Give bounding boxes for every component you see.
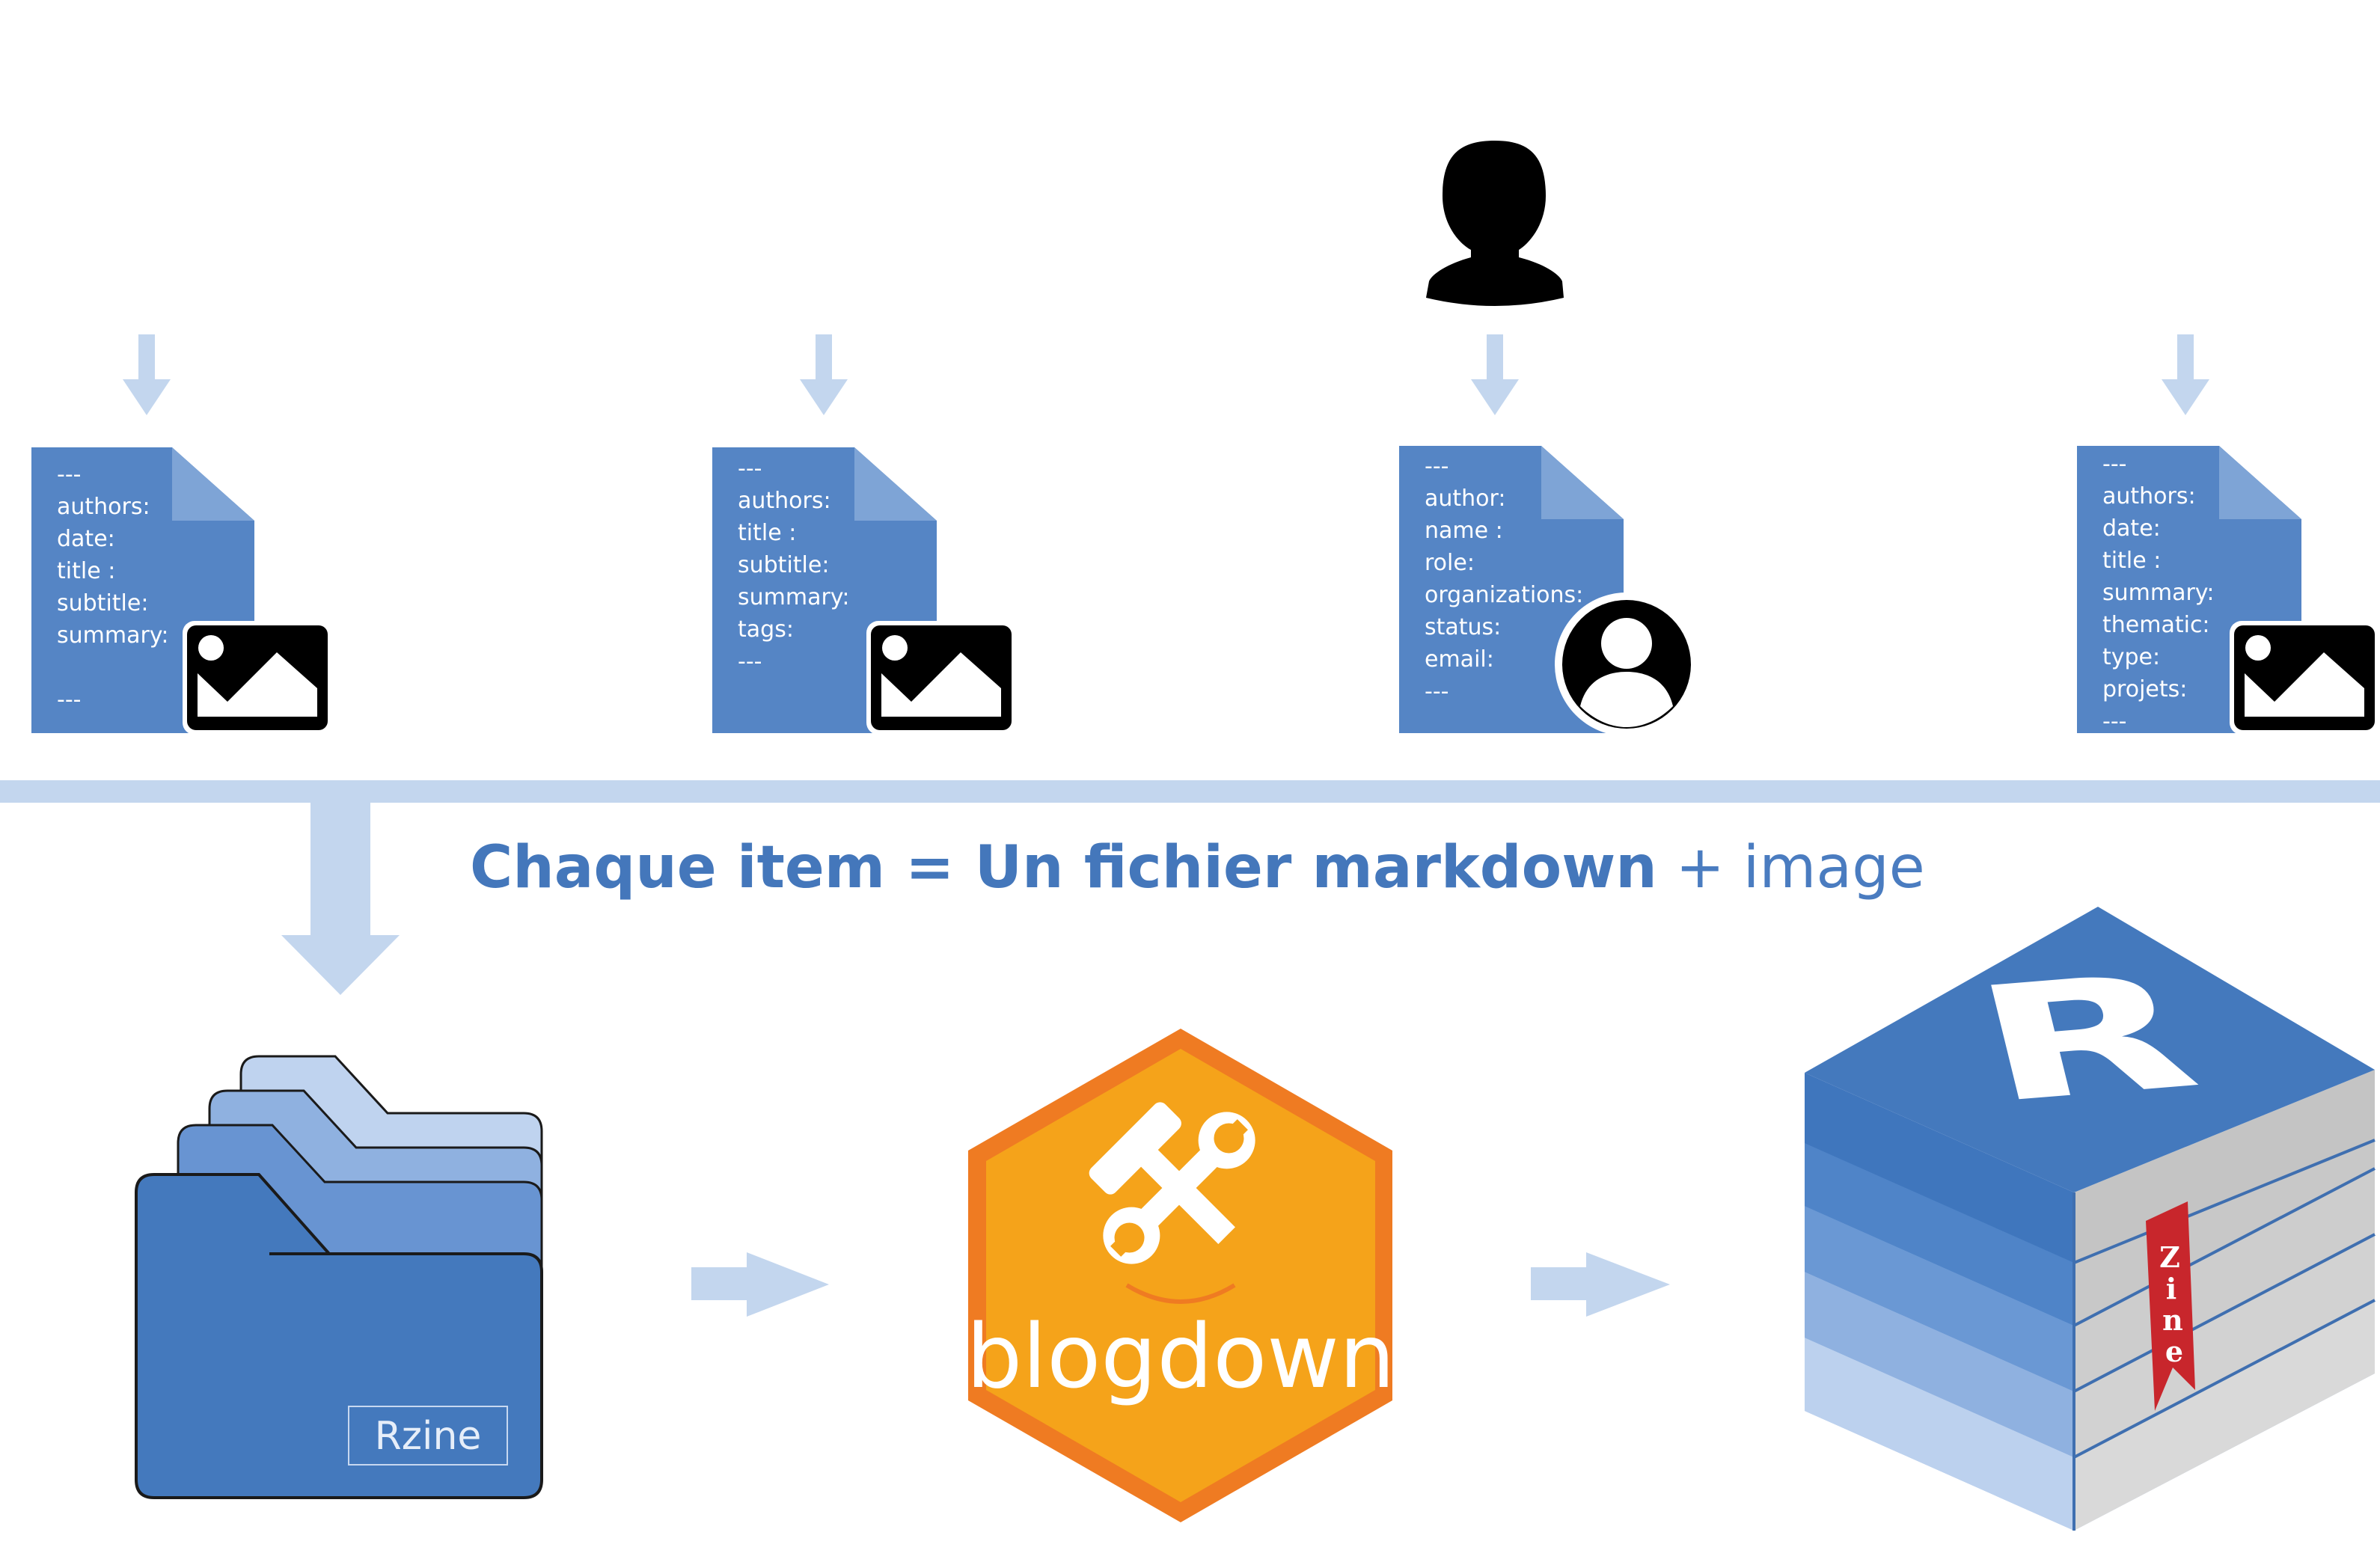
big-down-arrow-icon	[281, 800, 400, 995]
bookmark-letter: i	[2166, 1272, 2176, 1305]
folder-stack-icon: Rzine	[135, 1055, 543, 1499]
yaml-line: ---	[57, 462, 81, 488]
right-arrow-icon	[691, 1252, 829, 1317]
yaml-line: ---	[1425, 679, 1449, 705]
yaml-line: date:	[57, 526, 115, 552]
yaml-line: ---	[2102, 451, 2126, 477]
image-icon	[866, 621, 1016, 735]
yaml-line: summary:	[738, 584, 850, 610]
yaml-line: tags:	[738, 616, 794, 643]
yaml-line: ---	[738, 649, 762, 675]
markdown-file-1: --- authors: date: title : subtitle: sum…	[31, 447, 332, 735]
yaml-line: date:	[2102, 515, 2161, 542]
image-icon	[183, 621, 332, 735]
yaml-line: subtitle:	[738, 552, 829, 578]
yaml-line: status:	[1425, 614, 1501, 640]
down-arrow-icon	[123, 334, 171, 415]
yaml-line: summary:	[2102, 580, 2215, 606]
yaml-line: ---	[1425, 453, 1449, 480]
yaml-line: authors:	[738, 488, 831, 514]
yaml-line: authors:	[57, 494, 150, 520]
r-logo-letter: R	[1958, 939, 2212, 1139]
separator-bar	[0, 780, 2380, 803]
yaml-line: title :	[57, 558, 115, 584]
yaml-line: name :	[1425, 518, 1503, 544]
yaml-line: author:	[1425, 486, 1505, 512]
yaml-line: summary:	[57, 622, 169, 649]
bookmark-ribbon: Z i n e	[2146, 1201, 2195, 1411]
yaml-line: type:	[2102, 644, 2160, 670]
down-arrow-icon	[800, 334, 848, 415]
yaml-lines: --- authors: date: title : subtitle: sum…	[57, 462, 169, 713]
yaml-line: projets:	[2102, 676, 2187, 702]
tools-icon	[1089, 1102, 1255, 1264]
yaml-line: organizations:	[1425, 582, 1583, 608]
folder-label-box	[348, 1406, 508, 1466]
caption-bold: Chaque item = Un fichier markdown	[470, 834, 1657, 901]
yaml-line: title :	[2102, 548, 2161, 574]
yaml-line: ---	[57, 687, 81, 713]
yaml-line: ---	[2102, 708, 2126, 735]
markdown-file-2: --- authors: title : subtitle: summary: …	[712, 447, 1016, 735]
blogdown-label: blogdown	[966, 1305, 1395, 1408]
yaml-lines: --- authors: date: title : summary: them…	[2102, 451, 2215, 735]
yaml-line: authors:	[2102, 483, 2196, 509]
user-avatar-icon	[1555, 592, 1698, 736]
yaml-lines: --- author: name : role: organizations: …	[1425, 453, 1583, 705]
blogdown-logo: blogdown	[966, 1029, 1395, 1522]
yaml-line: ---	[738, 456, 762, 482]
bookmark-letter: e	[2165, 1335, 2183, 1368]
caption-light: + image	[1657, 834, 1925, 901]
yaml-line: title :	[738, 520, 796, 546]
folder-label: Rzine	[375, 1414, 482, 1459]
markdown-file-3: --- author: name : role: organizations: …	[1399, 446, 1698, 736]
markdown-file-4: --- authors: date: title : summary: them…	[2077, 446, 2380, 735]
down-arrow-icon	[1471, 334, 1519, 415]
rzine-book-stack: R Z i n e	[1805, 907, 2376, 1531]
caption: Chaque item = Un fichier markdown + imag…	[470, 834, 1925, 901]
image-icon	[2230, 621, 2380, 735]
yaml-lines: --- authors: title : subtitle: summary: …	[738, 456, 850, 675]
person-icon	[1426, 141, 1564, 306]
yaml-line: subtitle:	[57, 590, 148, 616]
right-arrow-icon	[1531, 1252, 1670, 1317]
yaml-line: role:	[1425, 550, 1475, 576]
yaml-line: email:	[1425, 646, 1494, 673]
down-arrow-icon	[2162, 334, 2209, 415]
bookmark-letter: n	[2162, 1303, 2183, 1337]
yaml-line: thematic:	[2102, 612, 2210, 638]
bookmark-letter: Z	[2159, 1240, 2180, 1274]
